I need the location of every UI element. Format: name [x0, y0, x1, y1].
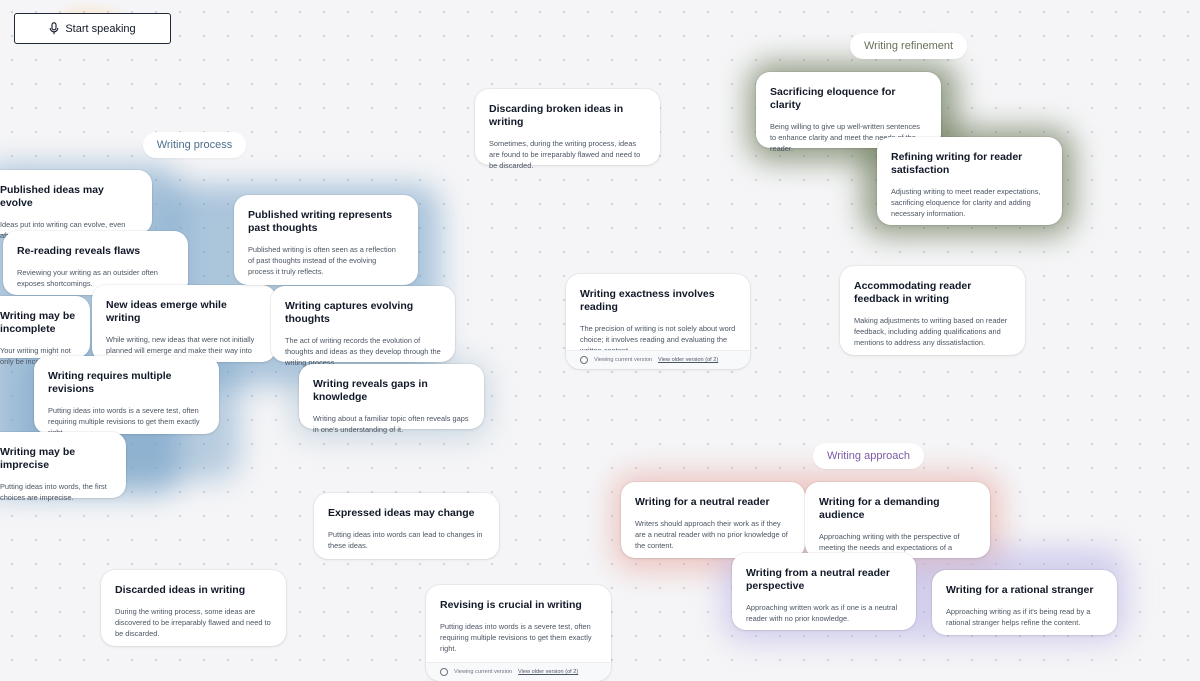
version-footer: Viewing current version View older versi…: [426, 662, 611, 681]
card-title: Writing for a demanding audience: [819, 496, 940, 522]
idea-card[interactable]: Refining writing for reader satisfaction…: [877, 137, 1062, 225]
idea-card[interactable]: Discarded ideas in writing During the wr…: [101, 570, 286, 646]
current-version-label: Viewing current version: [454, 669, 513, 675]
idea-card[interactable]: Writing from a neutral reader perspectiv…: [732, 553, 916, 630]
card-body: Published writing is often seen as a ref…: [248, 245, 396, 277]
card-body: Reviewing your writing as an outsider of…: [17, 268, 158, 289]
idea-card[interactable]: Re-reading reveals flaws Reviewing your …: [3, 231, 188, 295]
card-title: Discarding broken ideas in writing: [489, 103, 624, 129]
idea-card[interactable]: Writing captures evolving thoughts The a…: [271, 286, 455, 367]
card-title: Re-reading reveals flaws: [17, 245, 141, 257]
card-title: Published ideas may evolve: [0, 184, 104, 210]
idea-card[interactable]: Sacrificing eloquence for clarity Being …: [756, 72, 941, 153]
idea-card[interactable]: Writing exactness involves reading The p…: [566, 274, 750, 369]
idea-card[interactable]: Published ideas may evolve Ideas put int…: [0, 170, 152, 240]
card-title: Published writing represents past though…: [248, 209, 393, 235]
card-body: Making adjustments to writing based on r…: [854, 316, 1008, 348]
microphone-icon: [49, 22, 59, 35]
card-title: Writing reveals gaps in knowledge: [313, 378, 428, 404]
card-body: Putting ideas into words, the first choi…: [0, 482, 107, 503]
card-body: Putting ideas into words is a severe tes…: [440, 622, 592, 654]
idea-card[interactable]: Expressed ideas may change Putting ideas…: [314, 493, 499, 559]
card-title: Discarded ideas in writing: [115, 584, 246, 596]
group-label-writing-process[interactable]: Writing process: [143, 132, 246, 158]
card-body: Sometimes, during the writing process, i…: [489, 139, 641, 171]
card-title: Writing may be imprecise: [0, 446, 76, 472]
start-speaking-label: Start speaking: [65, 22, 136, 35]
older-version-link[interactable]: View older version (of 2): [518, 669, 579, 675]
card-title: Sacrificing eloquence for clarity: [770, 86, 896, 112]
version-footer: Viewing current version View older versi…: [566, 350, 750, 369]
card-body: During the writing process, some ideas a…: [115, 607, 271, 639]
card-body: The act of writing records the evolution…: [285, 336, 441, 368]
clock-icon: [580, 356, 588, 364]
group-label-writing-refinement[interactable]: Writing refinement: [850, 33, 967, 59]
idea-card[interactable]: Writing for a neutral reader Writers sho…: [621, 482, 805, 558]
card-title: Writing requires multiple revisions: [48, 370, 172, 396]
card-body: Being willing to give up well-written se…: [770, 122, 920, 154]
card-title: Expressed ideas may change: [328, 507, 475, 519]
start-speaking-button[interactable]: Start speaking: [14, 0, 171, 44]
idea-card[interactable]: Writing reveals gaps in knowledge Writin…: [299, 364, 484, 434]
card-body: Approaching writing as if it's being rea…: [946, 607, 1091, 628]
idea-card[interactable]: Discarding broken ideas in writing Somet…: [475, 89, 660, 170]
card-title: New ideas emerge while writing: [106, 299, 227, 325]
card-title: Writing exactness involves reading: [580, 288, 715, 314]
idea-card[interactable]: New ideas emerge while writing While wri…: [92, 285, 276, 366]
idea-card[interactable]: Published writing represents past though…: [234, 195, 418, 285]
card-title: Writing for a rational stranger: [946, 584, 1094, 596]
idea-card[interactable]: Accommodating reader feedback in writing…: [840, 266, 1025, 355]
idea-card[interactable]: Writing requires multiple revisions Putt…: [34, 356, 219, 437]
card-body: Writing about a familiar topic often rev…: [313, 414, 469, 435]
card-title: Writing captures evolving thoughts: [285, 300, 414, 326]
older-version-link[interactable]: View older version (of 2): [658, 357, 719, 363]
group-label-writing-approach[interactable]: Writing approach: [813, 443, 924, 469]
card-body: Your writing might not only be incomplet…: [0, 346, 71, 367]
card-body: Adjusting writing to meet reader expecta…: [891, 187, 1041, 219]
card-title: Writing may be incomplete: [0, 310, 76, 336]
idea-card[interactable]: Writing may be incomplete Your writing m…: [0, 296, 90, 366]
clock-icon: [440, 668, 448, 676]
idea-card[interactable]: Writing for a rational stranger Approach…: [932, 570, 1117, 635]
idea-card[interactable]: Writing may be imprecise Putting ideas i…: [0, 432, 126, 502]
card-title: Accommodating reader feedback in writing: [854, 280, 972, 306]
card-title: Refining writing for reader satisfaction: [891, 151, 1023, 177]
card-title: Writing for a neutral reader: [635, 496, 770, 508]
card-title: Writing from a neutral reader perspectiv…: [746, 567, 890, 593]
card-body: Writers should approach their work as if…: [635, 519, 788, 551]
idea-card[interactable]: Revising is crucial in writing Putting i…: [426, 585, 611, 681]
idea-card[interactable]: Writing for a demanding audience Approac…: [805, 482, 990, 563]
card-body: Putting ideas into words can lead to cha…: [328, 530, 483, 551]
current-version-label: Viewing current version: [594, 357, 653, 363]
card-title: Revising is crucial in writing: [440, 599, 582, 611]
card-body: Approaching written work as if one is a …: [746, 603, 898, 624]
